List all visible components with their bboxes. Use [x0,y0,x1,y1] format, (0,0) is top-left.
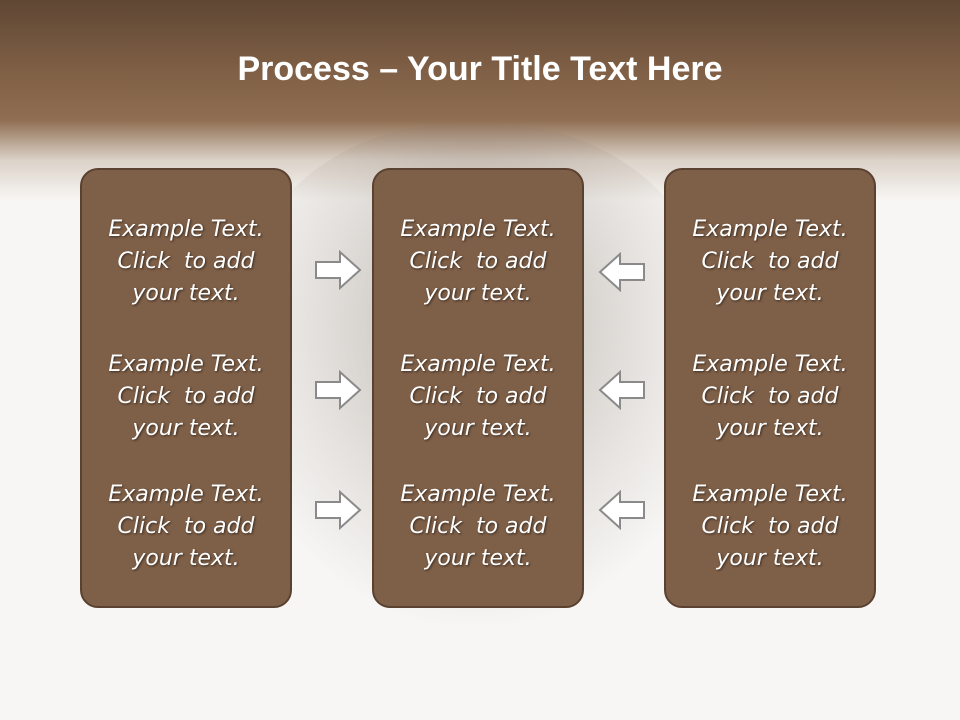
left-arrow-icon [598,252,645,292]
text-line: Example Text. [108,217,264,242]
text-block[interactable]: Example Text. Click to add your text. [666,349,874,445]
text-block[interactable]: Example Text. Click to add your text. [82,349,290,445]
text-line: Example Text. [400,482,556,507]
text-line: Click to add [409,249,547,274]
right-arrow-icon [315,250,362,290]
process-box-left[interactable]: Example Text. Click to add your text. Ex… [80,168,292,608]
text-line: your text. [424,416,532,441]
text-line: your text. [716,416,824,441]
text-block[interactable]: Example Text. Click to add your text. [82,214,290,310]
text-line: Click to add [701,514,839,539]
text-block[interactable]: Example Text. Click to add your text. [374,479,582,575]
right-arrow-icon [315,370,362,410]
text-line: your text. [424,546,532,571]
text-block[interactable]: Example Text. Click to add your text. [666,214,874,310]
text-block[interactable]: Example Text. Click to add your text. [82,479,290,575]
text-line: Click to add [409,514,547,539]
text-line: Example Text. [400,352,556,377]
text-line: Example Text. [108,352,264,377]
text-line: Click to add [117,384,255,409]
process-box-right[interactable]: Example Text. Click to add your text. Ex… [664,168,876,608]
left-arrow-icon [598,370,645,410]
text-line: Click to add [117,514,255,539]
text-line: your text. [716,546,824,571]
text-block[interactable]: Example Text. Click to add your text. [374,349,582,445]
text-line: Click to add [409,384,547,409]
text-line: your text. [132,281,240,306]
title-bold: Process [237,50,370,88]
slide-title[interactable]: Process – Your Title Text Here [0,50,960,89]
process-box-middle[interactable]: Example Text. Click to add your text. Ex… [372,168,584,608]
header-band [0,0,960,200]
text-line: your text. [424,281,532,306]
right-arrow-icon [315,490,362,530]
title-rest: – Your Title Text Here [369,50,723,88]
text-block[interactable]: Example Text. Click to add your text. [374,214,582,310]
left-arrow-icon [598,490,645,530]
text-line: Example Text. [400,217,556,242]
text-line: Example Text. [108,482,264,507]
text-line: your text. [716,281,824,306]
text-line: Click to add [701,384,839,409]
text-block[interactable]: Example Text. Click to add your text. [666,479,874,575]
text-line: Click to add [117,249,255,274]
text-line: Example Text. [692,482,848,507]
text-line: your text. [132,416,240,441]
text-line: Click to add [701,249,839,274]
text-line: Example Text. [692,352,848,377]
text-line: your text. [132,546,240,571]
text-line: Example Text. [692,217,848,242]
